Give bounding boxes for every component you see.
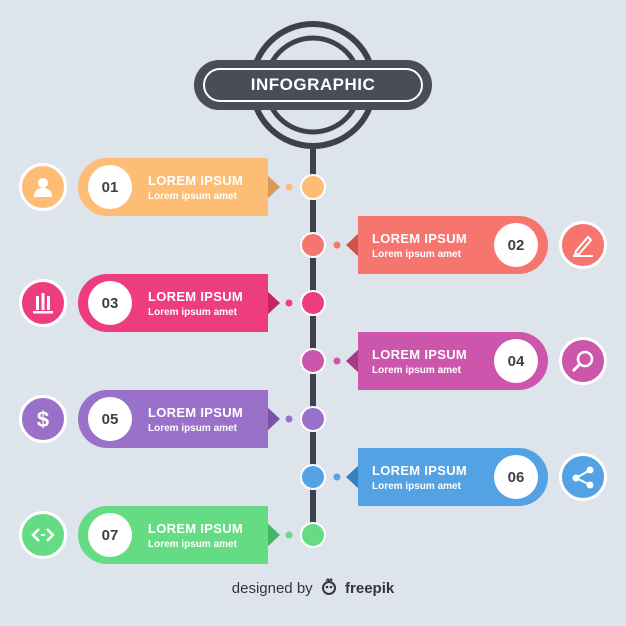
banner-arrow-06 <box>346 464 360 490</box>
timeline-node-01 <box>300 174 326 200</box>
svg-text:$: $ <box>37 407 49 432</box>
step-subtitle: Lorem ipsum amet <box>148 307 237 318</box>
step-title: LOREM IPSUM <box>148 173 244 188</box>
step-title: LOREM IPSUM <box>372 347 468 362</box>
connector-dot-01 <box>285 183 293 191</box>
connector-dot-05 <box>285 415 293 423</box>
timeline-node-03 <box>300 290 326 316</box>
step-subtitle: Lorem ipsum amet <box>372 481 461 492</box>
pencil-icon <box>559 221 607 269</box>
step-title: LOREM IPSUM <box>372 463 468 478</box>
step-number: 03 <box>88 281 132 325</box>
banner-arrow-02 <box>346 232 360 258</box>
step-banner-06: 06 LOREM IPSUM Lorem ipsum amet <box>358 448 548 506</box>
step-number: 05 <box>88 397 132 441</box>
step-banner-07: 07 LOREM IPSUM Lorem ipsum amet <box>78 506 268 564</box>
connector-dot-06 <box>333 473 341 481</box>
credit: designed by freepik <box>0 577 626 597</box>
step-subtitle: Lorem ipsum amet <box>372 249 461 260</box>
timeline-node-05 <box>300 406 326 432</box>
share-icon <box>559 453 607 501</box>
search-icon <box>559 337 607 385</box>
timeline-node-04 <box>300 348 326 374</box>
step-subtitle: Lorem ipsum amet <box>148 191 237 202</box>
banner-arrow-03 <box>266 290 280 316</box>
step-number: 04 <box>494 339 538 383</box>
banner-arrow-05 <box>266 406 280 432</box>
title-pill: INFOGRAPHIC <box>194 60 432 110</box>
step-banner-05: 05 LOREM IPSUM Lorem ipsum amet <box>78 390 268 448</box>
page-title: INFOGRAPHIC <box>203 68 423 102</box>
step-subtitle: Lorem ipsum amet <box>148 423 237 434</box>
step-subtitle: Lorem ipsum amet <box>148 539 237 550</box>
timeline-node-02 <box>300 232 326 258</box>
step-title: LOREM IPSUM <box>148 521 244 536</box>
connector-dot-02 <box>333 241 341 249</box>
banner-arrow-01 <box>266 174 280 200</box>
connector-dot-03 <box>285 299 293 307</box>
step-banner-02: 02 LOREM IPSUM Lorem ipsum amet <box>358 216 548 274</box>
step-banner-03: 03 LOREM IPSUM Lorem ipsum amet <box>78 274 268 332</box>
code-icon <box>19 511 67 559</box>
step-subtitle: Lorem ipsum amet <box>372 365 461 376</box>
timeline-node-06 <box>300 464 326 490</box>
step-number: 01 <box>88 165 132 209</box>
credit-brand: freepik <box>345 580 395 597</box>
bar-chart-icon <box>19 279 67 327</box>
banner-arrow-07 <box>266 522 280 548</box>
connector-dot-07 <box>285 531 293 539</box>
step-number: 06 <box>494 455 538 499</box>
step-number: 02 <box>494 223 538 267</box>
step-title: LOREM IPSUM <box>372 231 468 246</box>
credit-prefix: designed by <box>231 580 313 597</box>
step-banner-04: 04 LOREM IPSUM Lorem ipsum amet <box>358 332 548 390</box>
step-title: LOREM IPSUM <box>148 289 244 304</box>
step-number: 07 <box>88 513 132 557</box>
freepik-logo-icon <box>321 577 336 595</box>
dollar-icon: $ <box>19 395 67 443</box>
banner-arrow-04 <box>346 348 360 374</box>
user-icon <box>19 163 67 211</box>
step-banner-01: 01 LOREM IPSUM Lorem ipsum amet <box>78 158 268 216</box>
step-title: LOREM IPSUM <box>148 405 244 420</box>
connector-dot-04 <box>333 357 341 365</box>
timeline-node-07 <box>300 522 326 548</box>
